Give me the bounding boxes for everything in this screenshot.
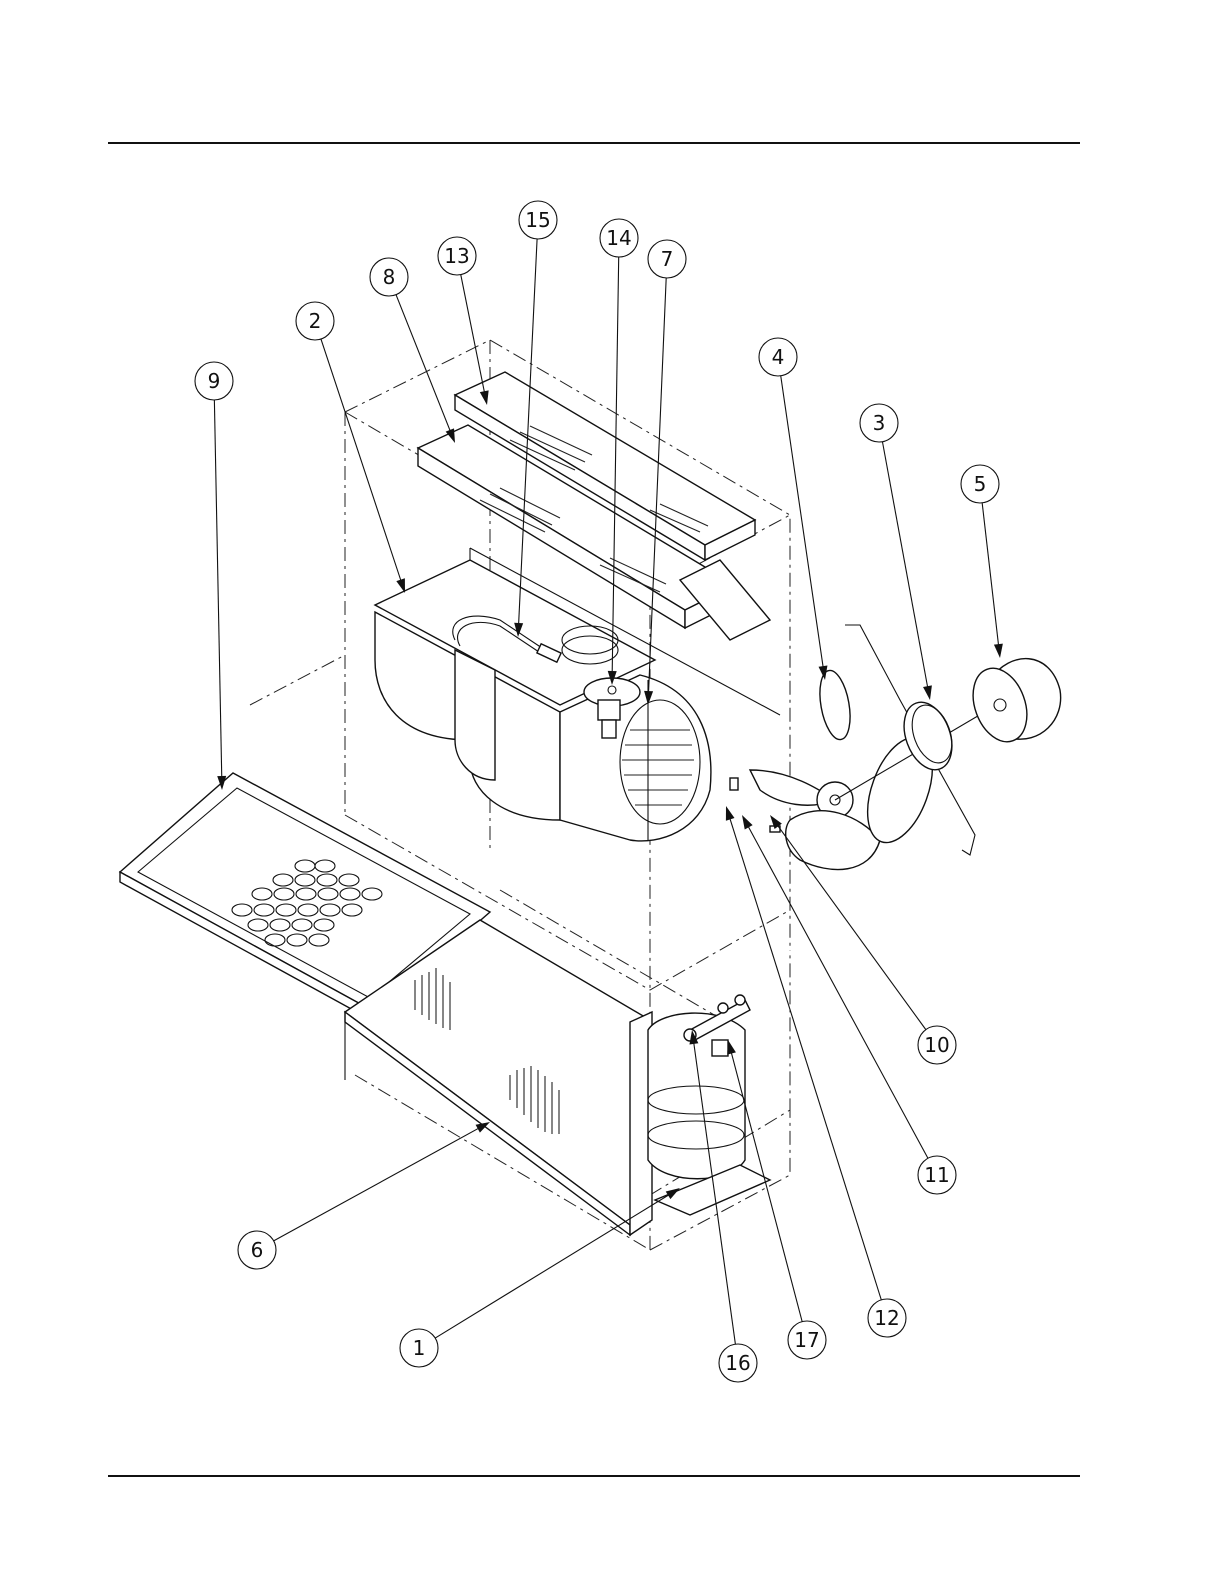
callout-number: 7 [661,247,674,271]
callout-number: 15 [525,208,550,232]
callout-number: 13 [444,244,469,268]
callout-leader [882,442,928,690]
callout-12: 12 [726,806,906,1337]
callout-number: 10 [924,1033,949,1057]
callout-2: 2 [296,302,405,593]
compressor [648,995,770,1215]
callout-leader [982,503,999,648]
callout-leader [747,824,928,1159]
fan-blade [750,668,945,869]
callout-number: 3 [873,411,886,435]
callout-number: 16 [725,1351,750,1375]
callout-4: 4 [759,338,827,680]
callout-number: 6 [251,1238,264,1262]
callout-leader [729,816,881,1300]
callout-13: 13 [438,237,489,405]
callout-number: 14 [606,226,631,250]
callout-arrowhead [396,578,405,593]
callout-9: 9 [195,362,233,790]
callout-11: 11 [742,815,956,1194]
callout-number: 12 [874,1306,899,1330]
callout-number: 5 [974,472,987,496]
callout-number: 8 [383,265,396,289]
callout-arrowhead [742,815,753,829]
callout-number: 17 [794,1328,819,1352]
callout-arrowhead [726,806,735,821]
callout-leader [461,275,485,396]
callout-leader [396,295,451,434]
callout-leader [274,1127,482,1241]
callout-number: 4 [772,345,785,369]
callout-number: 11 [924,1163,949,1187]
callout-arrowhead [994,644,1003,658]
callout-leader [214,400,221,780]
callout-leader [321,339,402,583]
callout-arrowhead [923,685,932,700]
callout-leader [435,1193,671,1338]
callout-number: 2 [309,309,322,333]
callout-6: 6 [238,1122,490,1269]
callout-leader [781,376,824,670]
callout-3: 3 [860,404,932,700]
callout-number: 1 [413,1336,426,1360]
fan-motor [964,659,1061,750]
callout-5: 5 [961,465,1003,658]
callout-number: 9 [208,369,221,393]
callout-8: 8 [370,258,455,443]
